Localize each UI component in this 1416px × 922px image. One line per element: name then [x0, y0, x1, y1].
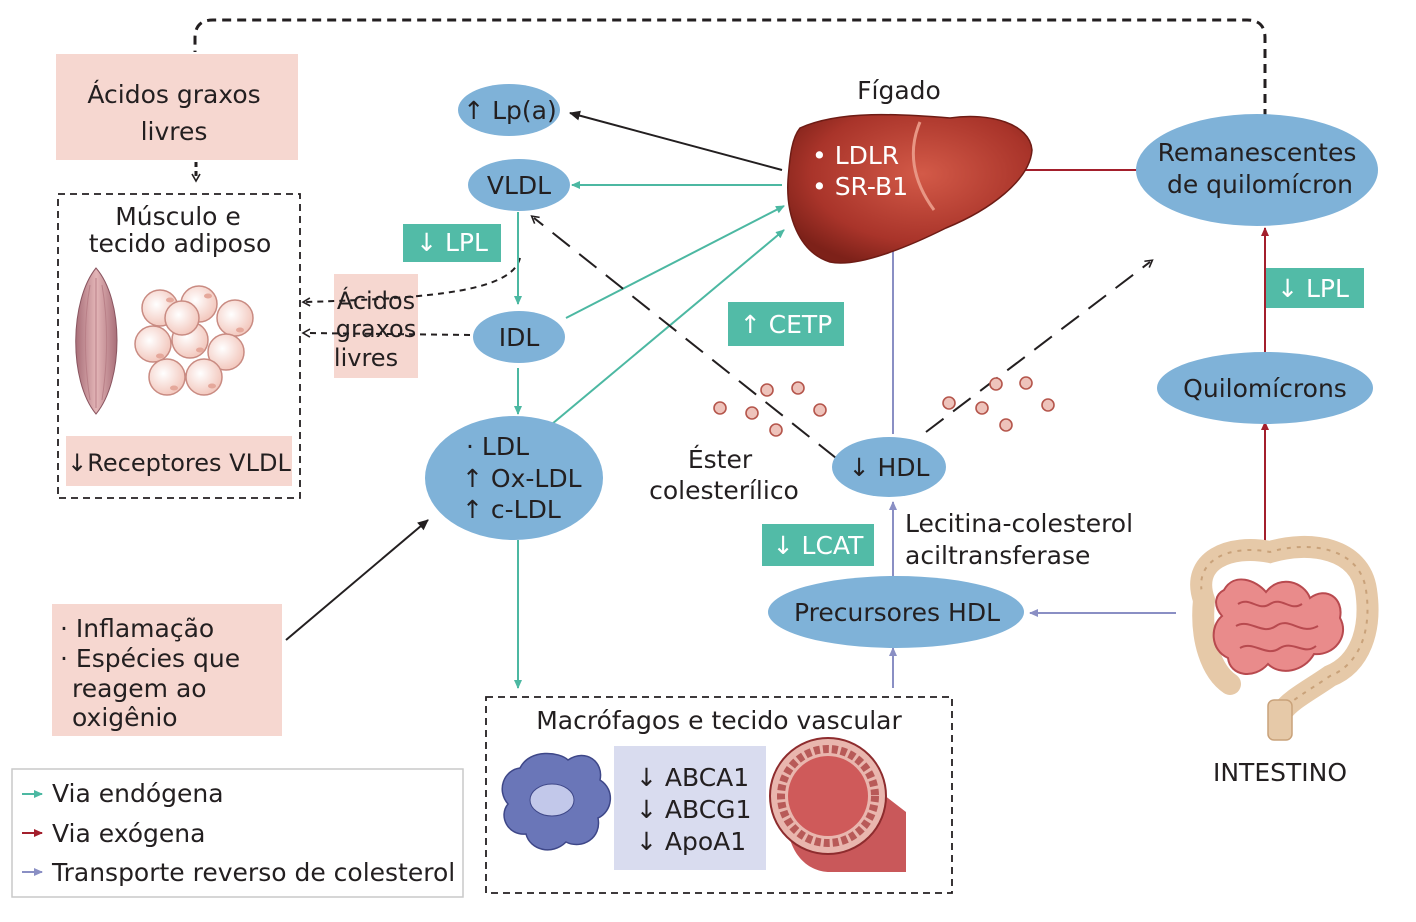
lpl-left-box — [403, 224, 501, 262]
liver-label: Fígado — [857, 76, 941, 105]
blood-vessel-lumen — [788, 756, 868, 836]
intestine-label: INTESTINO — [1213, 758, 1347, 787]
ldl-line3: ↑ c-LDL — [462, 495, 561, 524]
cetp-box — [728, 302, 844, 346]
liver-icon — [787, 113, 1033, 264]
legend-box — [11, 768, 464, 898]
ldl-line2: ↑ Ox-LDL — [462, 464, 582, 493]
free-fatty-acids-box — [56, 54, 298, 160]
ldl-to-liver-arrow — [551, 229, 785, 425]
hdl-to-vldl-cetp-line — [530, 215, 837, 459]
macrophage-title: Macrófagos e tecido vascular — [536, 706, 902, 735]
macrophage-vascular-box — [485, 696, 953, 894]
free-fatty-acids-mid-box — [334, 274, 418, 378]
idl-label: IDL — [499, 323, 540, 352]
macrophage-genes-box — [614, 746, 766, 870]
hdl-precursors-ellipse — [768, 576, 1024, 648]
lpl-right-box — [1266, 268, 1364, 308]
ldl-ellipse — [425, 416, 603, 540]
lpa-label: ↑ Lp(a) — [463, 96, 557, 125]
adipose-cells-icon — [134, 285, 254, 396]
hdl-label: ↓ HDL — [849, 453, 930, 482]
gene-abcg1: ↓ ABCG1 — [636, 795, 751, 824]
free-fatty-acid-loop — [193, 18, 1267, 118]
muscle-adipose-box — [57, 193, 301, 499]
cholesteryl-ester-line1: Éster — [688, 445, 753, 474]
legend-reverse-label: Transporte reverso de colesterol — [51, 858, 455, 887]
lpl-right-label: ↓ LPL — [1277, 274, 1349, 303]
intestine-icon — [1190, 535, 1379, 741]
lcat-box — [762, 524, 874, 566]
adipose-nuclei — [156, 293, 244, 391]
legend-exogenous-label: Via exógena — [52, 819, 205, 848]
gene-abca1: ↓ ABCA1 — [636, 763, 749, 792]
macrophage-nucleus-icon — [529, 783, 575, 817]
liver-lobe-divider — [911, 121, 936, 211]
muscle-fibers — [85, 278, 107, 408]
chylomicrons-ellipse — [1157, 352, 1373, 424]
inflammation-box — [52, 604, 282, 736]
ldl-line1: · LDL — [466, 432, 529, 461]
chylo-remnants-line1: Remanescentes — [1158, 138, 1357, 167]
lpl-to-ffa-arrow — [301, 257, 521, 307]
vldl-receptors-box — [66, 436, 292, 486]
hdl-ellipse — [832, 437, 946, 497]
hdl-to-remnant-cetp-line — [925, 259, 1154, 433]
liver-to-lpa-arrow — [569, 110, 783, 171]
lcat-full-line1: Lecitina-colesterol — [905, 509, 1133, 538]
inflammation-to-ldl-arrow — [285, 519, 429, 641]
legend-endogenous-label: Via endógena — [52, 779, 224, 808]
liver-item-ldlr: • LDLR — [812, 141, 899, 170]
blood-vessel-wall — [777, 745, 879, 847]
free-fatty-acids-line1: Ácidos graxos — [87, 80, 260, 109]
lpl-left-label: ↓ LPL — [416, 228, 488, 257]
chylo-remnants-ellipse — [1136, 114, 1378, 226]
cetp-label: ↑ CETP — [740, 310, 833, 339]
inflammation-line3: reagem ao — [72, 674, 207, 703]
vldl-ellipse — [468, 159, 570, 211]
gene-apoa1: ↓ ApoA1 — [636, 827, 746, 856]
cholesteryl-ester-line2: colesterílico — [649, 476, 799, 505]
lcat-full-line2: aciltransferase — [905, 541, 1090, 570]
muscle-title-line2: tecido adiposo — [89, 229, 272, 258]
cholesteryl-ester-particles — [713, 376, 1055, 437]
idl-to-liver-arrow — [565, 205, 785, 319]
lcat-label: ↓ LCAT — [773, 531, 864, 560]
free-fatty-acids-line2: livres — [141, 117, 208, 146]
vldl-label: VLDL — [487, 171, 551, 200]
inflammation-line2: · Espécies que — [60, 644, 240, 673]
ffa-mid-line3: livres — [334, 344, 398, 372]
inflammation-line4: oxigênio — [72, 703, 178, 732]
ffa-mid-line1: Ácidos — [337, 286, 415, 315]
idl-to-ffa-arrow — [301, 328, 471, 338]
ffa-mid-line2: graxos — [336, 315, 416, 343]
idl-ellipse — [473, 311, 565, 363]
chylo-remnants-line2: de quilomícron — [1167, 170, 1353, 199]
liver-item-srb1: • SR-B1 — [812, 172, 908, 201]
vldl-receptors-label: ↓Receptores VLDL — [67, 449, 291, 477]
lpa-ellipse — [458, 84, 560, 136]
chylomicrons-label: Quilomícrons — [1183, 374, 1347, 403]
muscle-title-line1: Músculo e — [115, 202, 241, 231]
hdl-precursors-label: Precursores HDL — [794, 598, 1000, 627]
inflammation-line1: · Inflamação — [60, 614, 214, 643]
